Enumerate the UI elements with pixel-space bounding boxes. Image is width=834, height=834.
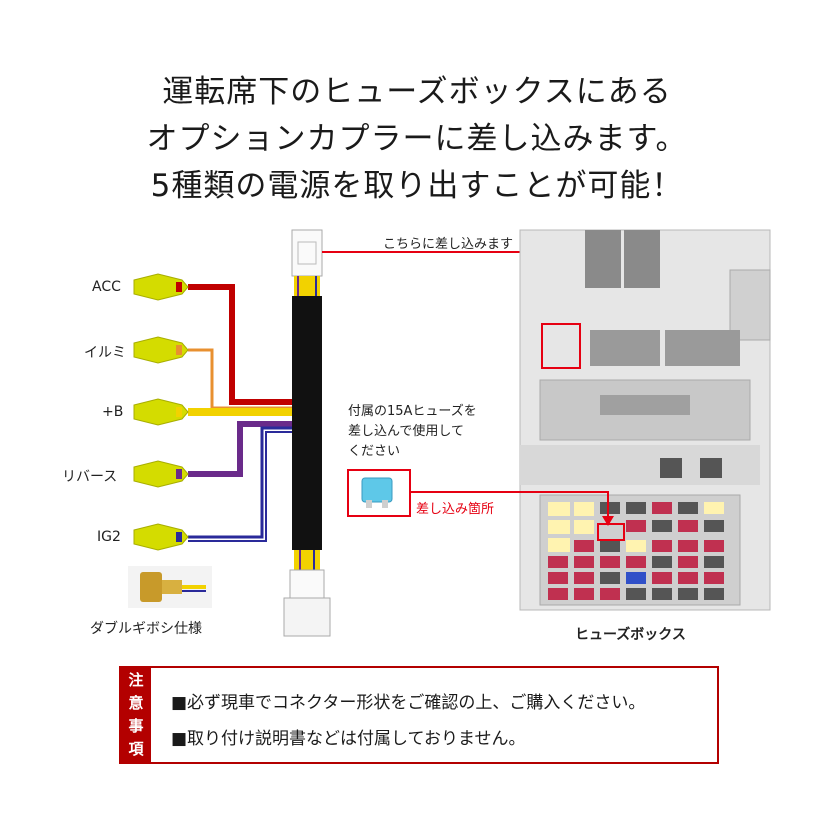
fuse-box-label: ヒューズボックス <box>575 627 686 643</box>
fuse-note-line-1: 付属の15Aヒューズを <box>348 404 477 419</box>
fuse-note-line-3: ください <box>348 444 401 459</box>
coupler-highlight <box>541 323 581 369</box>
insert-spot-label: 差し込み箇所 <box>416 502 495 517</box>
wire-label-reverse: リバース <box>62 469 118 485</box>
wire-label-ig2: IG2 <box>97 529 121 545</box>
fuse-grid <box>548 502 724 600</box>
wire-ig2 <box>188 426 292 542</box>
insert-spot-arrow <box>410 491 625 541</box>
wire-label-illumi: イルミ <box>84 345 126 361</box>
headline-line-3: 5種類の電源を取り出すことが可能！ <box>150 168 684 204</box>
notes-line-1: ■必ず現車でコネクター形状をご確認の上、ご購入ください。 <box>171 693 646 713</box>
wire-label-acc: ACC <box>92 279 121 295</box>
wire-acc <box>188 284 292 405</box>
double-bullet-label: ダブルギボシ仕様 <box>90 621 202 637</box>
insert-here-label: こちらに差し込みます <box>383 237 514 252</box>
notes-line-2: ■取り付け説明書などは付属しておりません。 <box>171 729 526 749</box>
notes-tag-char-4: 項 <box>128 740 144 758</box>
wire-label-b: +B <box>102 404 124 420</box>
headline-line-1: 運転席下のヒューズボックスにある <box>162 74 672 110</box>
double-bullet-connector <box>128 566 212 608</box>
notes-tag: 注 意 事 項 <box>121 668 151 762</box>
terminal-acc <box>133 273 189 301</box>
fuse-note-line-2: 差し込んで使用して <box>348 424 464 439</box>
notes-tag-char-1: 注 <box>128 671 144 689</box>
harness <box>283 229 331 637</box>
terminal-b <box>133 398 189 426</box>
fuse-box <box>519 229 771 611</box>
fuse-image <box>347 469 411 517</box>
wire-reverse <box>188 421 292 477</box>
terminal-ig2 <box>133 523 189 551</box>
notes-tag-char-2: 意 <box>128 694 144 712</box>
notes-box: 注 意 事 項 ■必ず現車でコネクター形状をご確認の上、ご購入ください。 ■取り… <box>119 666 719 764</box>
terminal-illumi <box>133 336 189 364</box>
terminal-reverse <box>133 460 189 488</box>
headline-line-2: オプションカプラーに差し込みます。 <box>146 121 688 157</box>
notes-tag-char-3: 事 <box>128 717 144 735</box>
